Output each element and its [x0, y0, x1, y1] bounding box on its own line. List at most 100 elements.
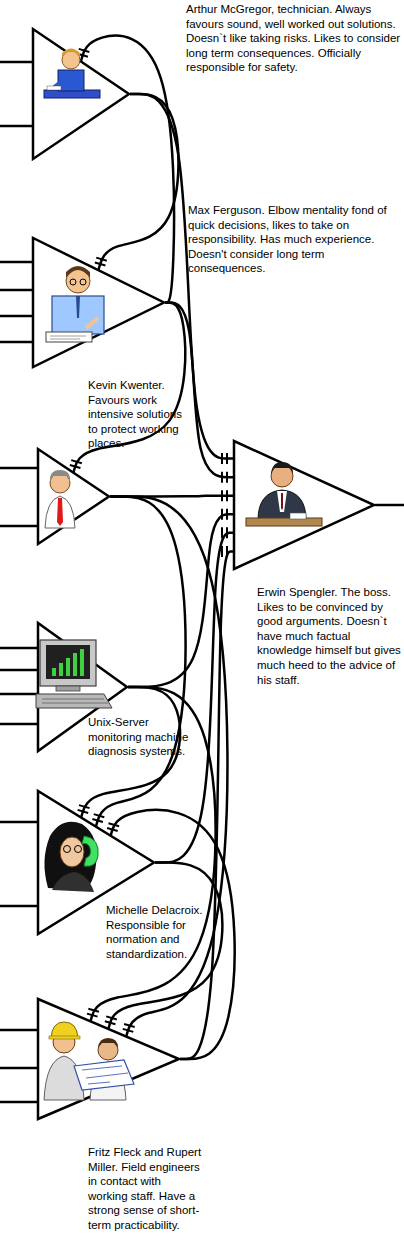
synapse-mark	[78, 805, 90, 813]
connection-group	[107, 810, 235, 1059]
phone	[82, 836, 98, 866]
triangle-shape	[38, 999, 179, 1119]
triangle-outline	[233, 440, 375, 570]
lens	[80, 279, 86, 285]
neuron-node: Fritz Fleck and Rupert Miller. Field eng…	[37, 998, 180, 1120]
bar	[73, 653, 77, 676]
computer-figure	[36, 640, 112, 708]
connection-group	[78, 687, 180, 817]
hand	[86, 318, 98, 328]
head	[62, 51, 80, 69]
triangle-shape	[33, 29, 129, 159]
hair	[50, 470, 70, 482]
synapse-mark	[105, 1016, 117, 1024]
suit	[258, 490, 306, 520]
bar	[80, 649, 84, 676]
connection-group	[70, 303, 185, 473]
head	[50, 473, 70, 493]
hat-brim	[49, 1036, 80, 1039]
input-stub	[0, 61, 32, 64]
synapse-mark	[222, 527, 227, 538]
hair	[62, 49, 80, 58]
input-stub	[0, 647, 37, 650]
synapse-mark	[222, 546, 227, 557]
synapse-mark	[95, 258, 107, 266]
connection-wire	[91, 687, 216, 1021]
desk	[44, 90, 100, 98]
synapse-mark	[222, 472, 227, 483]
neuron-node: Max Ferguson. Elbow mentality fond of qu…	[32, 237, 165, 368]
connection-wire	[81, 687, 180, 817]
bar	[59, 663, 63, 676]
neuron-node: Erwin Spengler. The boss. Likes to be co…	[233, 440, 375, 570]
triangle-shape	[234, 441, 374, 569]
staff-figure	[45, 470, 75, 528]
synapse-mark	[222, 490, 227, 501]
connection-wire	[96, 497, 186, 827]
desk	[246, 518, 322, 526]
connection-group	[110, 490, 233, 501]
neuron-node: Kevin Kwenter. Favours work intensive so…	[37, 448, 110, 545]
node-description: Michelle Delacroix. Responsible for norm…	[106, 903, 218, 961]
triangle-shape	[33, 238, 164, 367]
monitor	[40, 640, 96, 686]
head	[53, 1031, 75, 1053]
connection-wire	[109, 863, 223, 1029]
paper	[46, 332, 92, 342]
connection-wire	[99, 94, 179, 270]
engineers-figure	[44, 1022, 134, 1100]
connection-group	[155, 527, 233, 862]
input-stub	[0, 693, 37, 696]
node-description: Kevin Kwenter. Favours work intensive so…	[88, 378, 184, 451]
hair	[271, 462, 293, 474]
screen	[46, 645, 90, 679]
connection-wire	[165, 303, 233, 478]
input-stub	[0, 1101, 37, 1104]
shirt	[277, 491, 287, 512]
head	[98, 1040, 118, 1060]
tie	[76, 296, 80, 318]
bar	[66, 658, 70, 676]
synapse-mark	[222, 509, 227, 520]
writing	[50, 336, 86, 339]
node-description: Max Ferguson. Elbow mentality fond of qu…	[188, 203, 402, 276]
connection-group	[87, 687, 216, 1021]
synapse-mark	[70, 460, 82, 468]
connection-wire	[128, 514, 233, 687]
connection-wire	[111, 810, 235, 1059]
manager-figure	[46, 266, 104, 342]
tie	[281, 493, 283, 510]
lens	[70, 279, 76, 285]
lens	[75, 846, 82, 853]
input-stubs	[0, 62, 404, 1102]
glasses	[70, 279, 86, 285]
connection-group	[77, 36, 174, 303]
connection-wire	[130, 94, 233, 459]
head	[66, 269, 90, 293]
input-stub	[0, 1067, 37, 1070]
triangle-outline	[37, 448, 110, 545]
hardhat	[51, 1022, 78, 1038]
keys	[42, 699, 108, 703]
hair	[98, 1038, 118, 1048]
neuron-node: Michelle Delacroix. Responsible for norm…	[37, 790, 155, 935]
stand	[56, 686, 80, 691]
input-stub	[0, 315, 32, 318]
jacket	[44, 1056, 84, 1100]
torso	[52, 296, 104, 334]
input-stub	[0, 669, 37, 672]
input-stub	[0, 905, 37, 908]
head	[271, 465, 293, 487]
input-stub	[0, 341, 32, 344]
node-description: Arthur McGregor, technician. Always favo…	[186, 2, 402, 75]
triangle-outline	[32, 28, 130, 160]
connection-wire	[155, 533, 233, 863]
connection-wire	[110, 497, 227, 1037]
paper	[290, 513, 306, 519]
node-description: Unix-Server monitoring machine diagnosis…	[88, 715, 190, 759]
boss-figure	[246, 462, 322, 526]
face	[60, 837, 84, 867]
synapse-mark	[107, 823, 119, 831]
input-stub	[0, 289, 32, 292]
